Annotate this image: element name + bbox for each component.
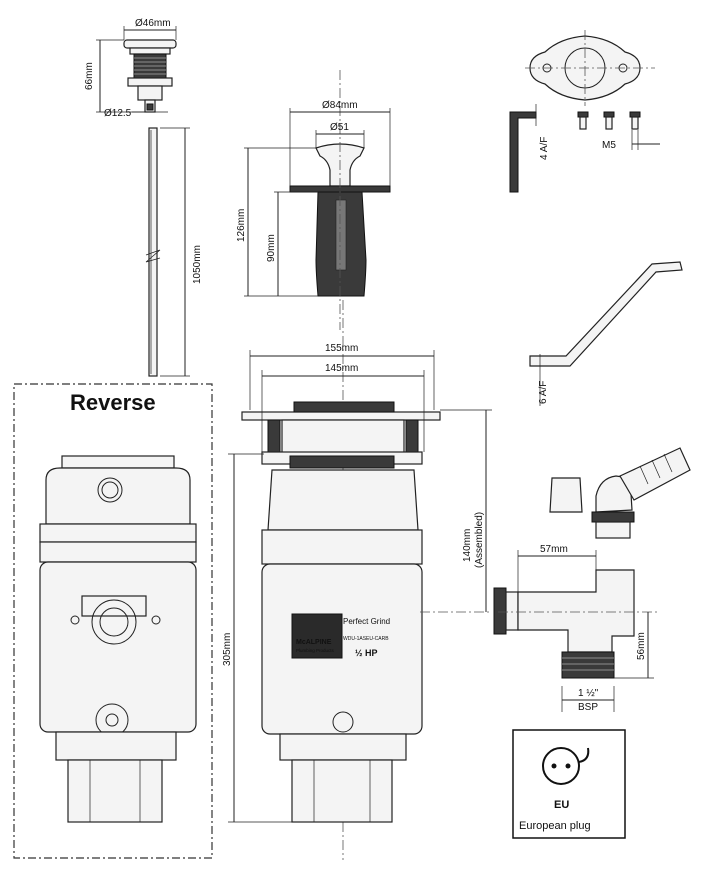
dim-rod-length: 1050mm xyxy=(192,245,203,284)
power-label: ½ HP xyxy=(355,648,378,658)
stopper-assembly: Ø84mm Ø51 126mm 90mm xyxy=(236,70,391,330)
dim-assembled-note: (Assembled) xyxy=(474,512,485,568)
flange-assembly: Ø46mm 66mm Ø12.5 1050mm xyxy=(84,18,203,377)
dim-stopper-inner: Ø51 xyxy=(330,122,349,133)
dim-outlet-thread: 1 ½" xyxy=(578,688,599,699)
reverse-view-frame xyxy=(13,383,213,859)
brand-sub-label: Plumbing Products xyxy=(296,648,335,653)
dim-pin-diameter: Ø12.5 xyxy=(104,108,132,119)
outlet-fittings: 57mm 56mm 1 ½" BSP xyxy=(493,447,691,713)
dim-outlet-thread-type: BSP xyxy=(578,702,598,713)
dim-allen-key-large: 6 A/F xyxy=(538,381,549,404)
dim-stopper-height: 126mm xyxy=(236,209,247,242)
dim-screw-size: M5 xyxy=(602,140,616,151)
dim-unit-inner-width: 145mm xyxy=(325,363,358,374)
dim-allen-key-small: 4 A/F xyxy=(539,137,550,160)
code-label: WDU-1ASEU-CARB xyxy=(343,636,389,642)
model-label: Perfect Grind xyxy=(343,617,390,626)
reverse-unit xyxy=(39,455,197,823)
dim-unit-outer-width: 155mm xyxy=(325,343,358,354)
mounting-hardware: 4 A/F M5 6 A/F xyxy=(509,30,683,406)
dim-outlet-drop: 56mm xyxy=(636,632,647,660)
dim-assembled-height: 140mm xyxy=(462,529,473,562)
plug-code: EU xyxy=(554,799,569,811)
eu-plug-box: EU European plug xyxy=(512,729,626,839)
dim-flange-height: 66mm xyxy=(84,62,95,90)
reverse-label: Reverse xyxy=(70,390,156,415)
dim-stopper-shaft: 90mm xyxy=(266,234,277,262)
plug-icon xyxy=(542,747,590,785)
front-unit: McALPINE Plumbing Products Perfect Grind… xyxy=(222,300,492,860)
dim-unit-height: 305mm xyxy=(222,633,233,666)
brand-label: McALPINE xyxy=(296,639,332,646)
dim-flange-diameter: Ø46mm xyxy=(135,18,171,29)
dim-stopper-outer: Ø84mm xyxy=(322,100,358,111)
plug-caption: European plug xyxy=(519,820,591,832)
dim-outlet-offset: 57mm xyxy=(540,544,568,555)
